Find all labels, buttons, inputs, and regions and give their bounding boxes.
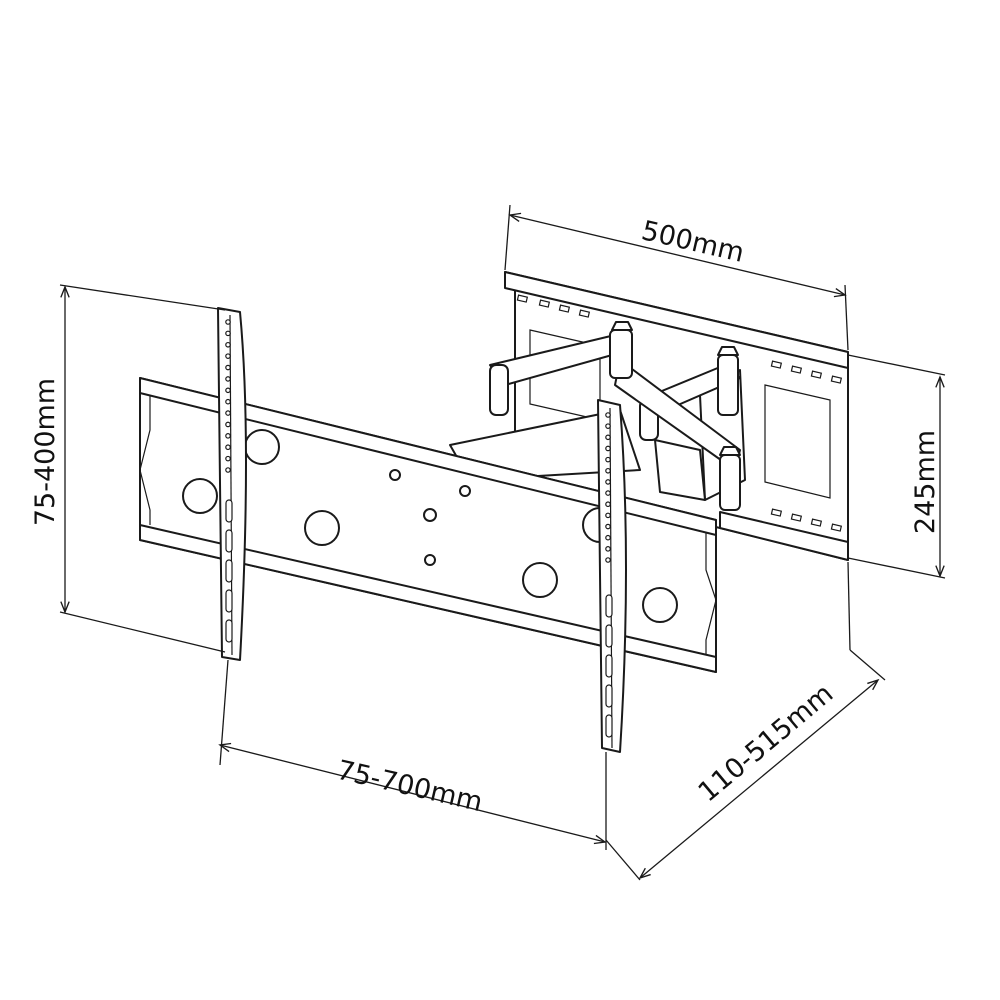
bracket-hole xyxy=(225,433,231,439)
bracket-hole xyxy=(605,423,611,429)
bracket-hole xyxy=(225,387,231,394)
bracket-hole xyxy=(605,512,611,519)
bracket-slot xyxy=(225,619,233,643)
label-vesa-horizontal: 75-700mm xyxy=(334,755,485,819)
label-extension: 110-515mm xyxy=(693,678,840,808)
bracket-hole xyxy=(225,467,231,473)
bracket-hole xyxy=(605,557,611,563)
bracket-hole xyxy=(605,534,611,541)
label-vesa-vertical: 75-400mm xyxy=(30,378,61,526)
bracket-hole xyxy=(225,421,231,428)
bracket-slot xyxy=(605,684,613,708)
label-wall-plate-width: 500mm xyxy=(639,215,747,269)
bracket-hole xyxy=(225,364,231,371)
bracket-slot xyxy=(605,624,613,648)
bracket-hole xyxy=(225,410,231,416)
bracket-slot xyxy=(605,654,613,678)
bracket-hole xyxy=(605,479,611,485)
label-wall-plate-height: 245mm xyxy=(910,430,941,534)
bracket-slot xyxy=(605,714,613,738)
bracket-holes xyxy=(225,319,613,738)
bracket-hole xyxy=(605,456,611,463)
bracket-hole xyxy=(225,444,231,451)
bracket-slot xyxy=(225,499,233,523)
bracket-hole xyxy=(605,501,611,508)
bracket-hole xyxy=(605,490,611,496)
bracket-hole xyxy=(225,330,231,337)
bracket-hole xyxy=(225,376,231,382)
bracket-hole xyxy=(605,467,611,474)
bracket-hole xyxy=(605,412,611,418)
dim-line-110-515 xyxy=(638,678,880,880)
bracket-slot xyxy=(225,529,233,553)
bracket-hole xyxy=(225,398,231,405)
bracket-hole xyxy=(605,434,611,441)
swing-arms xyxy=(449,321,746,511)
bracket-hole xyxy=(605,523,611,530)
dim-line-75-700 xyxy=(218,742,607,845)
bracket-hole xyxy=(225,341,231,348)
dim-line-500 xyxy=(508,212,847,298)
bracket-hole xyxy=(225,353,231,359)
bracket-hole xyxy=(225,455,231,462)
bracket-hole xyxy=(605,546,611,552)
wall-plate-slots xyxy=(516,294,843,532)
bracket-slot xyxy=(605,594,613,618)
bracket-hole xyxy=(605,445,611,452)
bracket-slot xyxy=(225,559,233,583)
bracket-slot xyxy=(225,589,233,613)
bracket-hole xyxy=(225,319,231,325)
